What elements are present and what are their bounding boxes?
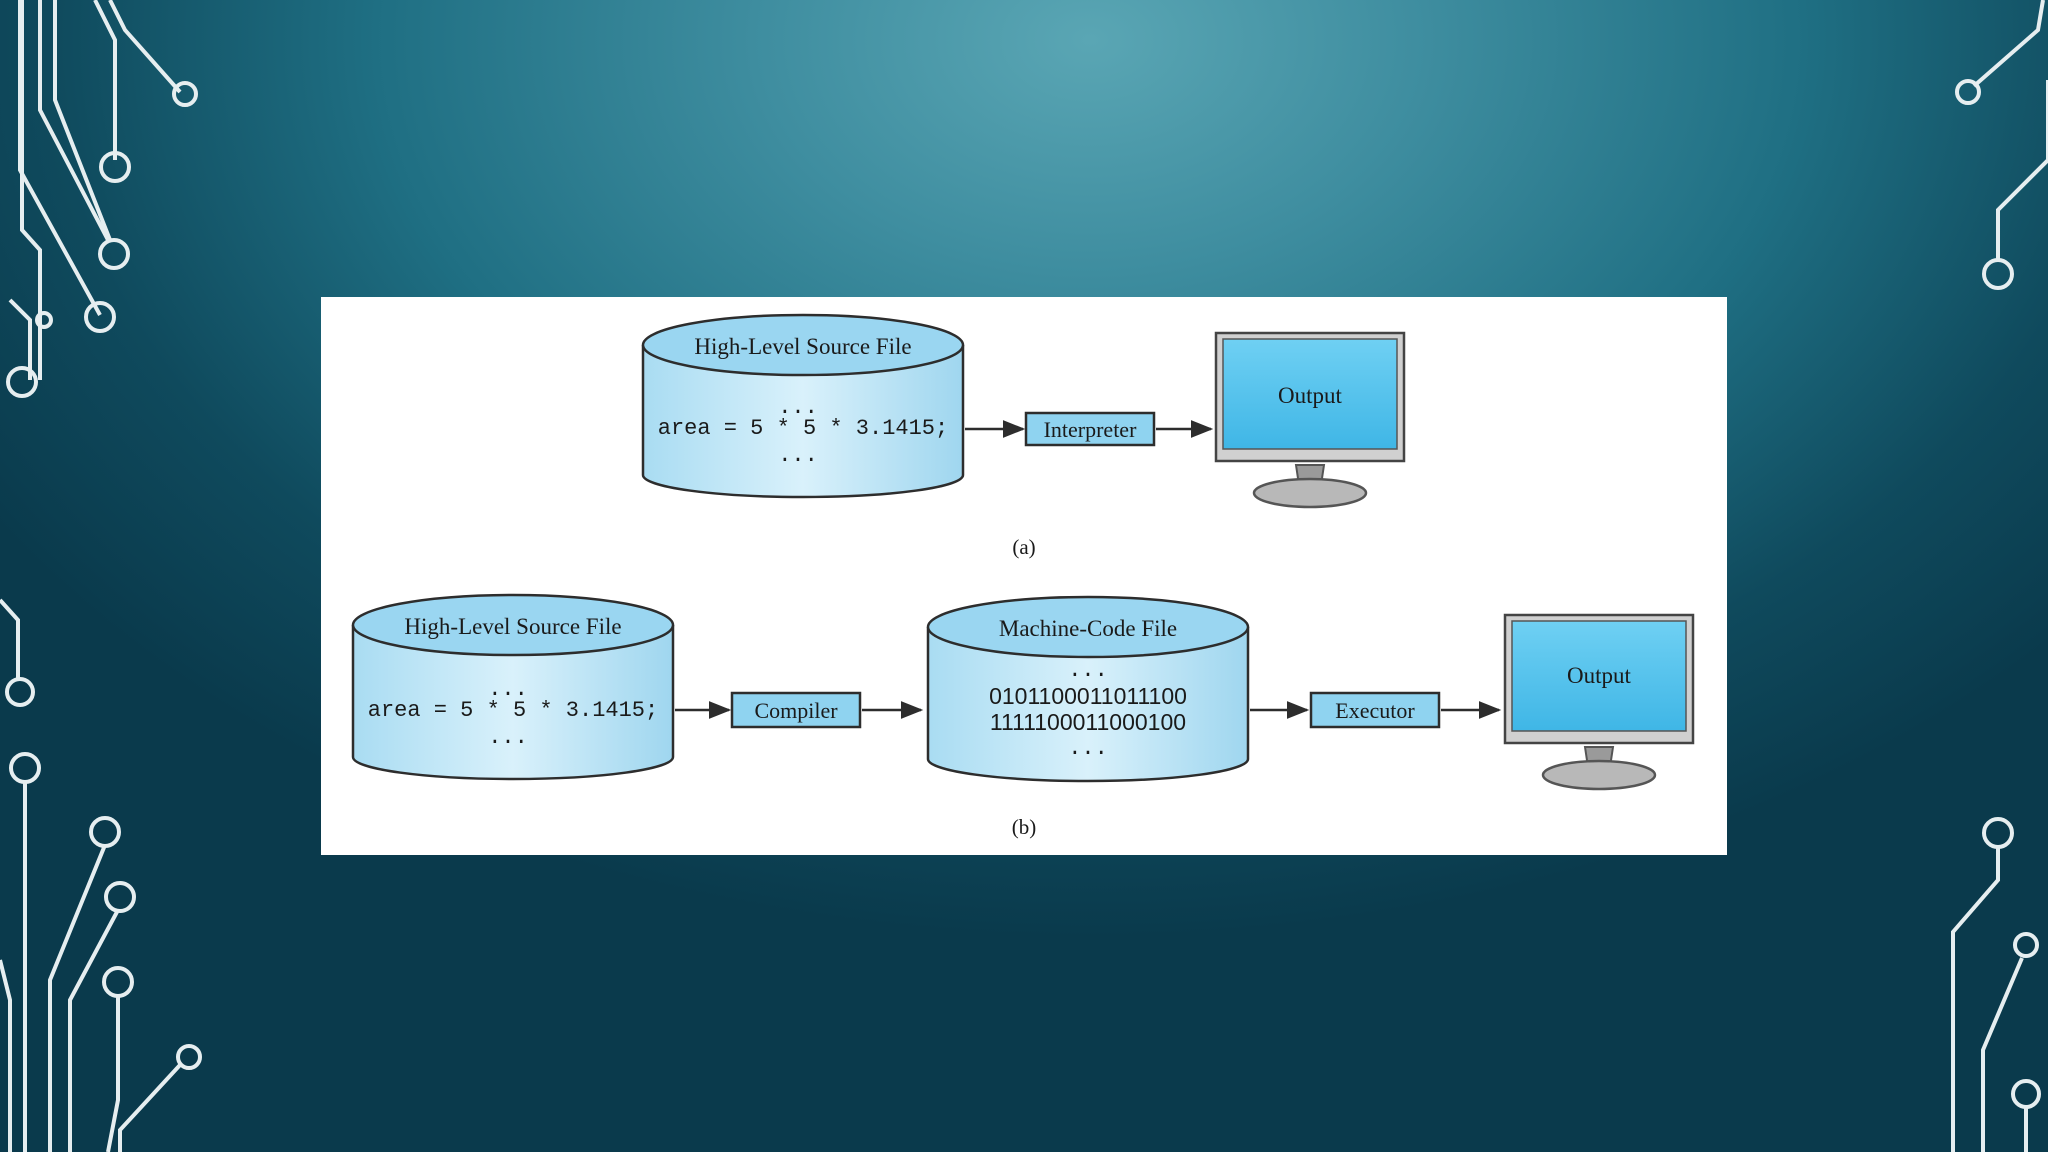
caption-a: (a) (1012, 535, 1035, 559)
source-dots-bottom-b: ... (488, 725, 528, 750)
machine-dots-top: ... (1068, 658, 1108, 683)
source-code-b: area = 5 * 5 * 3.1415; (368, 698, 658, 723)
executor-label: Executor (1335, 698, 1415, 723)
output-label-a: Output (1278, 383, 1343, 408)
diagram-a: High-Level Source File ... area = 5 * 5 … (641, 313, 1406, 559)
source-dots-bottom-a: ... (778, 443, 818, 468)
interpreter-label: Interpreter (1044, 417, 1137, 442)
machine-dots-bottom: ... (1068, 736, 1108, 761)
machine-file-title: Machine-Code File (999, 616, 1177, 641)
executor-box: Executor (1309, 691, 1441, 729)
caption-b: (b) (1012, 815, 1037, 839)
source-file-cylinder-a: High-Level Source File ... area = 5 * 5 … (641, 313, 965, 499)
interpreter-box: Interpreter (1024, 411, 1156, 447)
machine-code-cylinder: Machine-Code File ... 0101100011011100 1… (926, 595, 1250, 783)
circuit-decoration-left (0, 0, 202, 1152)
source-file-title-b: High-Level Source File (404, 614, 621, 639)
output-label-b: Output (1567, 663, 1632, 688)
machine-code-line-2: 1111100011000100 (990, 709, 1186, 735)
compiler-label: Compiler (754, 698, 838, 723)
machine-code-line-1: 0101100011011100 (989, 683, 1187, 709)
circuit-decoration-right (1951, 0, 2048, 1152)
compiler-box: Compiler (730, 691, 862, 729)
source-file-cylinder-b: High-Level Source File ... area = 5 * 5 … (351, 593, 675, 781)
source-file-title-a: High-Level Source File (694, 334, 911, 359)
compilation-diagram: High-Level Source File ... area = 5 * 5 … (321, 297, 1727, 855)
source-code-a: area = 5 * 5 * 3.1415; (658, 416, 948, 441)
output-monitor-b: Output (1503, 613, 1695, 791)
source-dots-top-b: ... (488, 677, 528, 702)
output-monitor-a: Output (1214, 331, 1406, 509)
diagram-b: High-Level Source File ... area = 5 * 5 … (351, 593, 1695, 839)
source-dots-top-a: ... (778, 395, 818, 420)
